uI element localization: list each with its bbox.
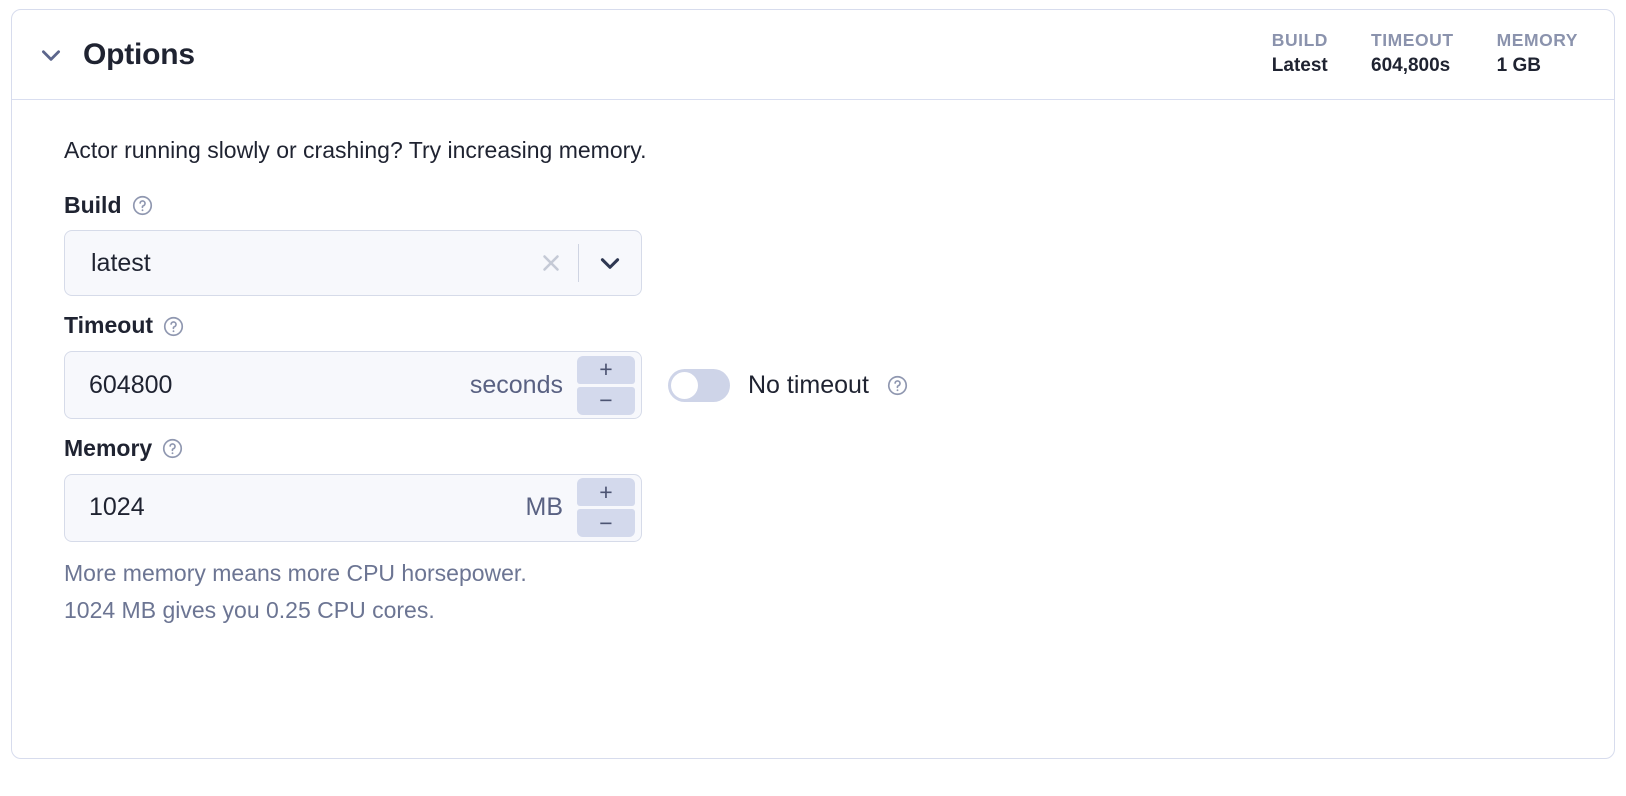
timeout-input[interactable] bbox=[89, 370, 470, 400]
memory-hint: More memory means more CPU horsepower. 1… bbox=[64, 555, 1588, 630]
timeout-label: Timeout bbox=[64, 312, 154, 339]
no-timeout-label: No timeout bbox=[748, 370, 869, 399]
build-label: Build bbox=[64, 191, 122, 218]
memory-label-row: Memory bbox=[64, 435, 1588, 463]
stat-timeout: TIMEOUT 604,800s bbox=[1371, 29, 1454, 77]
page-title: Options bbox=[83, 37, 195, 71]
close-icon[interactable] bbox=[532, 244, 570, 282]
select-divider bbox=[578, 244, 579, 283]
memory-label: Memory bbox=[64, 435, 153, 462]
timeout-field[interactable]: seconds + − bbox=[64, 351, 642, 420]
intro-text: Actor running slowly or crashing? Try in… bbox=[64, 137, 647, 163]
no-timeout-toggle[interactable] bbox=[668, 368, 730, 402]
memory-hint-line-1: More memory means more CPU horsepower. bbox=[64, 559, 527, 586]
memory-unit: MB bbox=[525, 493, 564, 522]
toggle-knob bbox=[671, 371, 698, 399]
help-circle-icon[interactable] bbox=[887, 375, 908, 396]
stat-memory: MEMORY 1 GB bbox=[1497, 29, 1578, 77]
help-circle-icon[interactable] bbox=[163, 316, 184, 337]
stat-memory-value: 1 GB bbox=[1496, 54, 1541, 76]
timeout-unit: seconds bbox=[469, 370, 563, 399]
panel-header: Options BUILD Latest TIMEOUT 604,800s ME… bbox=[12, 10, 1614, 100]
timeout-control-row: seconds + − No timeout bbox=[64, 351, 1588, 420]
memory-increment-button[interactable]: + bbox=[577, 478, 635, 507]
chevron-down-icon[interactable] bbox=[579, 231, 641, 295]
memory-input[interactable] bbox=[89, 493, 526, 523]
help-circle-icon[interactable] bbox=[162, 438, 183, 459]
stat-memory-label: MEMORY bbox=[1496, 30, 1578, 51]
build-label-row: Build bbox=[64, 192, 1588, 220]
stat-build: BUILD Latest bbox=[1272, 29, 1328, 77]
memory-stepper: + − bbox=[577, 478, 641, 538]
collapse-options-button[interactable]: Options bbox=[38, 37, 195, 71]
memory-field-block: Memory MB + − More memory me bbox=[64, 435, 1588, 629]
build-select-value: latest bbox=[91, 248, 151, 277]
memory-hint-line-2: 1024 MB gives you 0.25 CPU cores. bbox=[64, 596, 435, 623]
timeout-stepper: + − bbox=[577, 355, 641, 415]
help-circle-icon[interactable] bbox=[132, 195, 153, 216]
stat-build-label: BUILD bbox=[1271, 30, 1328, 51]
timeout-increment-button[interactable]: + bbox=[577, 355, 635, 384]
build-field-block: Build latest bbox=[64, 192, 1588, 297]
timeout-decrement-button[interactable]: − bbox=[577, 386, 635, 415]
stat-timeout-value: 604,800s bbox=[1371, 54, 1451, 76]
options-panel: Options BUILD Latest TIMEOUT 604,800s ME… bbox=[11, 9, 1615, 759]
stat-timeout-label: TIMEOUT bbox=[1371, 30, 1454, 51]
memory-field[interactable]: MB + − bbox=[64, 473, 642, 542]
timeout-field-block: Timeout seconds + − bbox=[64, 312, 1588, 420]
panel-body: Actor running slowly or crashing? Try in… bbox=[12, 100, 1614, 629]
chevron-down-icon bbox=[38, 42, 64, 68]
memory-decrement-button[interactable]: − bbox=[577, 509, 635, 538]
timeout-label-row: Timeout bbox=[64, 312, 1588, 340]
build-select[interactable]: latest bbox=[64, 230, 642, 297]
no-timeout-toggle-wrap: No timeout bbox=[668, 368, 908, 402]
header-stats: BUILD Latest TIMEOUT 604,800s MEMORY 1 G… bbox=[1272, 29, 1578, 79]
stat-build-value: Latest bbox=[1271, 54, 1328, 76]
